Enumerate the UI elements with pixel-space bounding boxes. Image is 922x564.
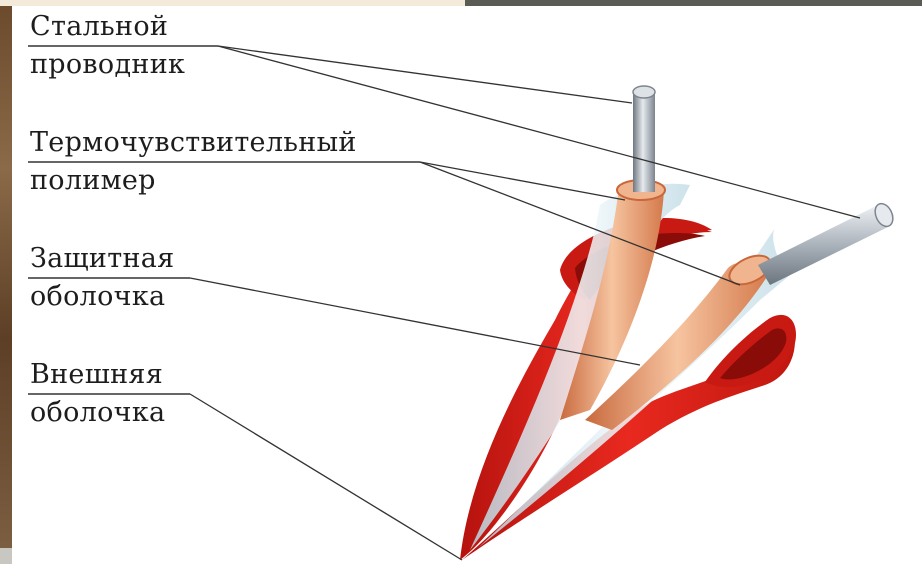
label-protective-sheath-line2: оболочка bbox=[30, 282, 165, 312]
leader-steel-to-vertical bbox=[218, 46, 632, 103]
steel-conductor-vertical-tip bbox=[633, 86, 655, 98]
label-steel-conductor-line1: Стальной bbox=[30, 12, 168, 42]
leader-lines bbox=[190, 46, 860, 560]
leader-polymer-to-left bbox=[420, 162, 625, 200]
steel-conductor-diagonal bbox=[758, 205, 890, 285]
label-steel-conductor-line2: проводник bbox=[30, 50, 185, 80]
leader-outer bbox=[190, 394, 462, 560]
label-thermo-polymer-line1: Термочувствительный bbox=[30, 128, 357, 158]
label-outer-sheath-line2: оболочка bbox=[30, 398, 165, 428]
label-thermo-polymer-line2: полимер bbox=[30, 166, 156, 196]
label-outer-sheath-line1: Внешняя bbox=[30, 360, 163, 390]
label-underlines bbox=[28, 46, 420, 394]
steel-conductor-vertical bbox=[633, 92, 655, 192]
label-protective-sheath-line1: Защитная bbox=[30, 244, 174, 274]
